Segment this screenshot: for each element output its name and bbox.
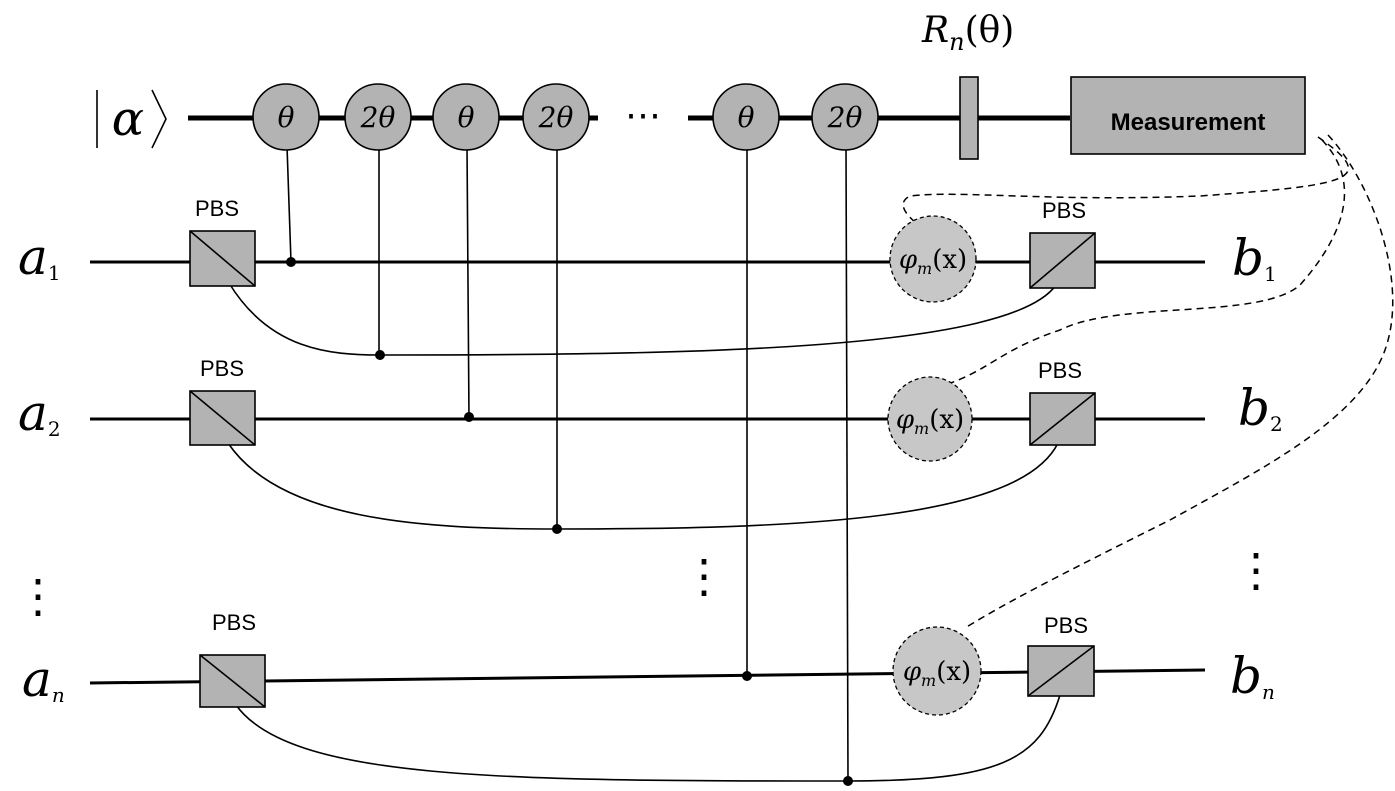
input-state-symbol: α [112,91,144,147]
gate-4-label: 2θ [538,101,574,134]
mode-out-label-2: b2 [1238,379,1283,437]
mode-a2-lower-arm [227,442,1059,530]
phase-shifter-2-label: φm(x) [896,405,964,438]
pbs-label: PBS [200,356,244,381]
gate-5: θ [712,83,780,151]
mode-in-label-n: an [22,650,65,708]
pbs-label: PBS [212,610,256,635]
control-dot [375,350,385,360]
phase-shifter-n-label: φm(x) [903,657,971,690]
gate-1-label: θ [278,101,295,134]
mode-an-lower-arm [235,694,1061,782]
gate-4: 2θ [522,83,590,151]
gate-connections [286,145,849,782]
mode-in-label-2: a2 [18,384,61,442]
phase-shifter-1-label: φm(x) [899,245,967,278]
input-state-ket: α [96,89,167,149]
pbs-out-1: PBS [1029,198,1096,289]
pbs-label: PBS [1044,613,1088,638]
bus-ellipsis: ⋯ [625,95,661,136]
gate-3: θ [432,83,500,151]
gate-6: 2θ [811,83,879,151]
mode-a1-lower-arm [228,282,1057,356]
gate-6-label: 2θ [827,101,863,134]
measurement-label: Measurement [1111,109,1266,136]
gate-2-label: 2θ [360,101,396,134]
pbs-in-2: PBS [189,356,256,446]
pbs-out-n: PBS [1027,613,1095,697]
rotation-label: Rn(θ) [921,10,1014,56]
control-dot [286,257,296,267]
rotation-plate [959,76,979,160]
mode-out-label-1: b1 [1232,229,1277,287]
vertical-ellipsis-right: ⋮ [1233,543,1279,597]
control-dot [464,412,474,422]
vertical-ellipsis-center: ⋮ [681,549,727,603]
mode-in-label-1: a1 [18,228,61,286]
control-dot [843,776,853,786]
gate-5-label: θ [738,101,755,134]
pbs-label: PBS [195,196,239,221]
pbs-label: PBS [1042,198,1086,223]
gate-2: 2θ [344,83,412,151]
phase-shifter-1: φm(x) [889,215,977,303]
control-dot [552,524,562,534]
mode-an-wire [89,668,1206,685]
gate-1: θ [252,83,320,151]
pbs-label: PBS [1038,358,1082,383]
mode-out-label-n: bn [1230,647,1275,705]
control-dots [286,257,853,786]
pbs-in-n: PBS [199,610,266,708]
phase-shifter-2: φm(x) [887,376,973,462]
pbs-in-1: PBS [189,196,256,287]
phase-shifter-n: φm(x) [892,626,982,716]
feed-forward-lines [902,134,1394,629]
vertical-ellipsis-left: ⋮ [15,569,61,623]
gate-3-label: θ [458,101,475,134]
control-dot [742,671,752,681]
measurement-box: Measurement [1070,76,1306,155]
pbs-out-2: PBS [1029,358,1096,446]
